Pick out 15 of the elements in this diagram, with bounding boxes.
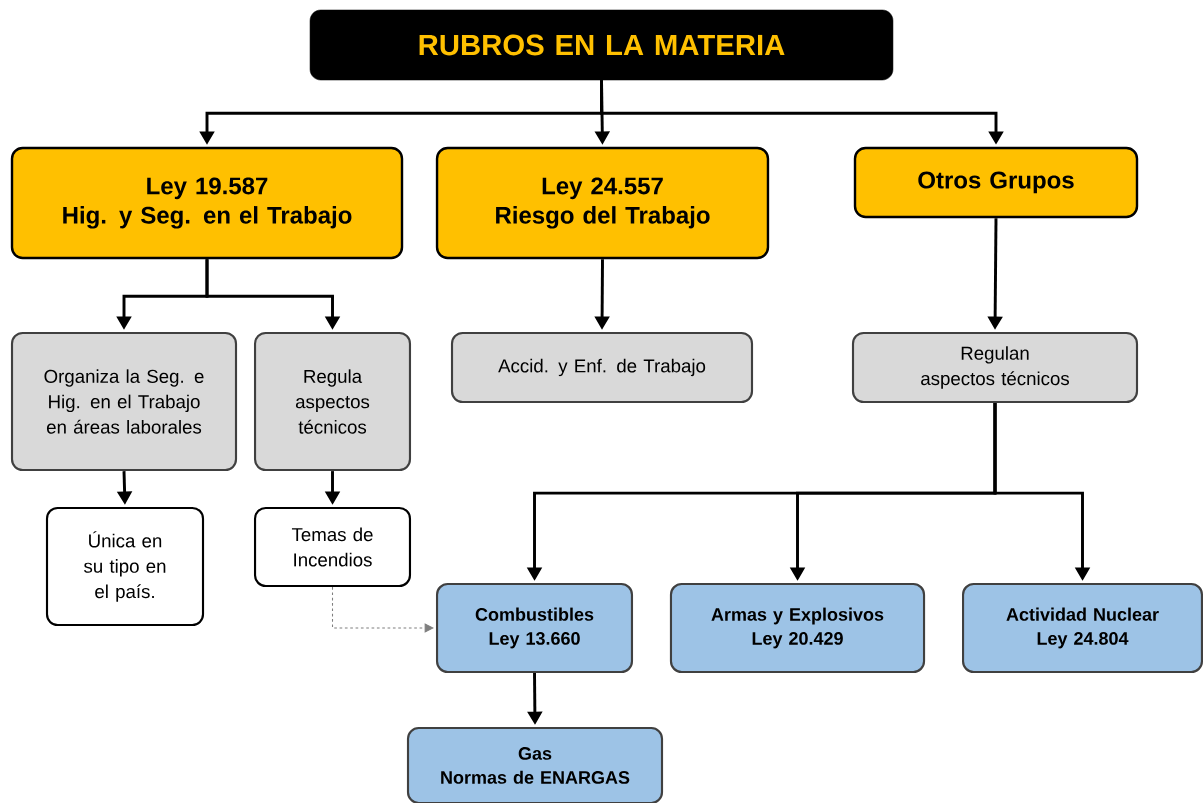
process-box: Accid. y Enf. de Trabajo xyxy=(450,331,754,404)
process-box: Regulan aspectos técnicos xyxy=(851,331,1139,404)
process-box: Organiza la Seg. e Hig. en el Trabajo en áreas laborales xyxy=(10,331,238,472)
law-box: Combustibles Ley 13.660 xyxy=(435,582,634,674)
law-box: Actividad Nuclear Ley 24.804 xyxy=(961,582,1204,674)
law-box: Ley 19.587 Hig. y Seg. en el Trabajo xyxy=(10,146,404,260)
law-box: Otros Grupos xyxy=(853,146,1139,219)
law-box: Gas Normas de ENARGAS xyxy=(406,726,664,803)
note-box: Temas de Incendios xyxy=(253,506,412,588)
arrow xyxy=(331,586,434,633)
process-box: Regula aspectos técnicos xyxy=(253,331,412,472)
title-banner: RUBROS EN LA MATERIA xyxy=(309,9,894,81)
law-box: Ley 24.557 Riesgo del Trabajo xyxy=(435,146,770,260)
law-box: Armas y Explosivos Ley 20.429 xyxy=(669,582,926,674)
note-box: Única en su tipo en el país. xyxy=(45,506,205,627)
